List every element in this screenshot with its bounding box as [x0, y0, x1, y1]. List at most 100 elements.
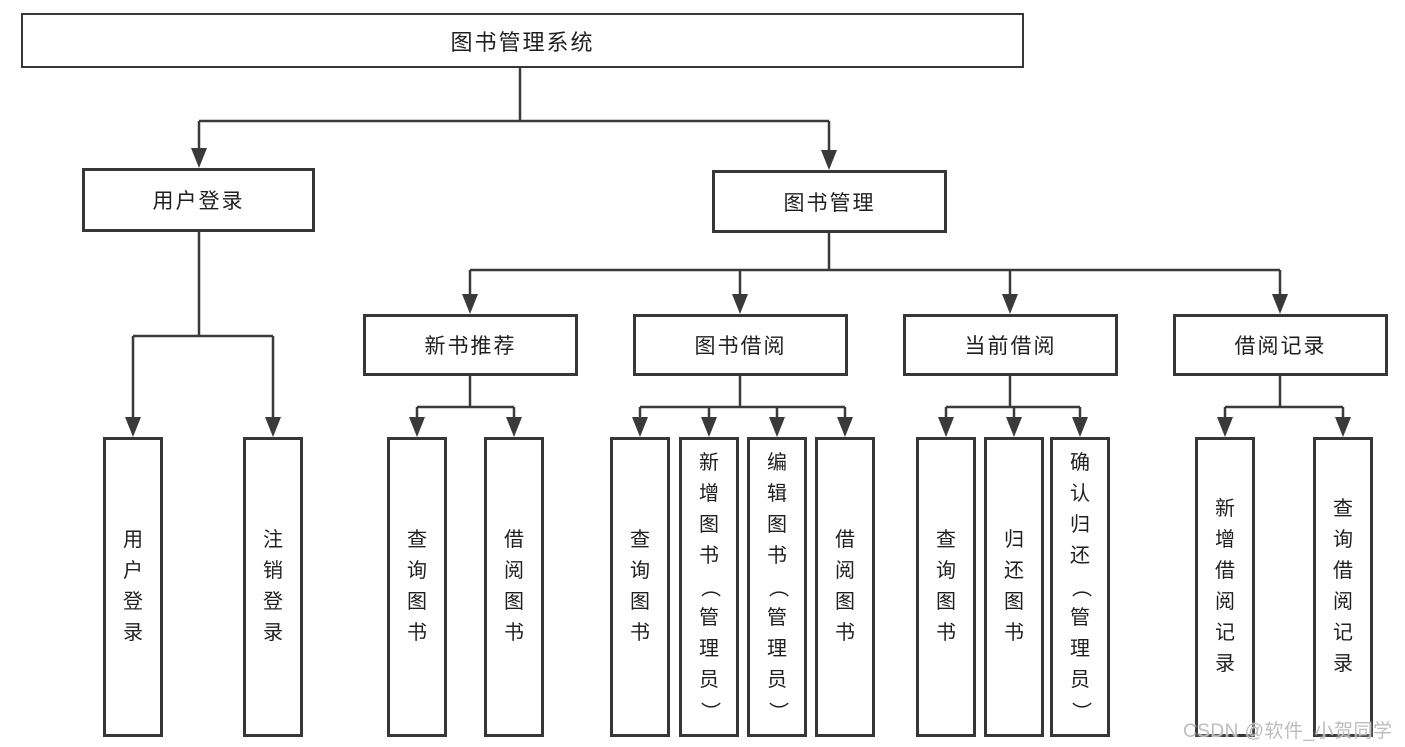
node-book-management: 图书管理 [712, 170, 947, 233]
leaf-label: 确认归还（管理员） [1053, 440, 1107, 734]
vertical-char: 录 [1333, 653, 1353, 675]
vertical-char: 确 [1070, 451, 1090, 474]
leaf-query-books-2: 查询图书 [610, 437, 670, 737]
leaf-label: 查询借阅记录 [1316, 440, 1370, 734]
vertical-char: （ [766, 577, 789, 597]
leaf-logout: 注销登录 [243, 437, 303, 737]
leaf-add-books-admin: 新增图书（管理员） [679, 437, 739, 737]
node-label: 图书借阅 [694, 335, 787, 358]
vertical-char: 归 [1070, 513, 1090, 536]
vertical-char: 阅 [835, 560, 855, 582]
vertical-char: 图 [630, 591, 650, 613]
vertical-char: 图 [835, 591, 855, 613]
leaf-query-books-1: 查询图书 [387, 437, 447, 737]
node-label: 新书推荐 [424, 335, 517, 358]
vertical-char: 记 [1215, 622, 1235, 644]
vertical-char: 书 [835, 622, 855, 644]
leaf-edit-books-admin: 编辑图书（管理员） [747, 437, 807, 737]
vertical-char: 管 [767, 606, 787, 629]
node-book-borrowing: 图书借阅 [633, 314, 848, 376]
vertical-char: 录 [263, 622, 283, 644]
vertical-char: （ [1069, 577, 1092, 597]
leaf-label: 借阅图书 [487, 440, 541, 734]
vertical-char: 询 [407, 560, 427, 582]
vertical-char: 询 [630, 560, 650, 582]
node-label: 用户登录 [152, 190, 245, 213]
vertical-char: 员 [699, 668, 719, 691]
vertical-char: 录 [123, 622, 143, 644]
vertical-char: 还 [1004, 560, 1024, 582]
node-label: 图书管理 [783, 191, 876, 215]
leaf-add-borrow-record: 新增借阅记录 [1195, 437, 1255, 737]
vertical-char: 图 [504, 591, 524, 613]
leaf-borrow-books-2: 借阅图书 [815, 437, 875, 737]
vertical-char: 登 [123, 591, 143, 613]
leaf-label: 新增借阅记录 [1198, 440, 1252, 734]
vertical-char: 阅 [504, 560, 524, 582]
leaf-confirm-return-admin: 确认归还（管理员） [1050, 437, 1110, 737]
vertical-char: 记 [1333, 622, 1353, 644]
leaf-user-login: 用户登录 [103, 437, 163, 737]
vertical-char: 查 [630, 529, 650, 551]
leaf-label: 查询图书 [390, 440, 444, 734]
vertical-char: ） [766, 701, 789, 721]
node-borrow-records: 借阅记录 [1173, 314, 1388, 376]
vertical-char: 用 [123, 529, 143, 551]
vertical-char: 图 [936, 591, 956, 613]
vertical-char: 理 [1070, 637, 1090, 660]
vertical-char: 询 [936, 560, 956, 582]
vertical-char: 员 [1070, 668, 1090, 691]
leaf-query-books-3: 查询图书 [916, 437, 976, 737]
vertical-char: 图 [699, 513, 719, 536]
vertical-char: 登 [263, 591, 283, 613]
vertical-char: 理 [767, 637, 787, 660]
vertical-char: 询 [1333, 529, 1353, 551]
node-new-book-recommend: 新书推荐 [363, 314, 578, 376]
leaf-label: 编辑图书（管理员） [750, 440, 804, 734]
vertical-char: 管 [1070, 606, 1090, 629]
vertical-char: 录 [1215, 653, 1235, 675]
vertical-char: 阅 [1215, 591, 1235, 613]
vertical-char: 书 [1004, 622, 1024, 644]
node-library-management-system: 图书管理系统 [21, 13, 1024, 68]
vertical-char: ） [1069, 701, 1092, 721]
node-label: 当前借阅 [964, 335, 1057, 358]
leaf-query-borrow-record: 查询借阅记录 [1313, 437, 1373, 737]
vertical-char: 书 [504, 622, 524, 644]
vertical-char: 注 [263, 529, 283, 551]
vertical-char: 销 [263, 560, 283, 582]
vertical-char: 借 [504, 529, 524, 551]
vertical-char: 还 [1070, 544, 1090, 567]
vertical-char: 户 [123, 560, 143, 582]
leaf-label: 新增图书（管理员） [682, 440, 736, 734]
vertical-char: （ [698, 577, 721, 597]
vertical-char: 编 [767, 451, 787, 474]
node-current-borrowing: 当前借阅 [903, 314, 1118, 376]
vertical-char: 辑 [767, 482, 787, 505]
leaf-borrow-books-1: 借阅图书 [484, 437, 544, 737]
vertical-char: 书 [767, 544, 787, 567]
vertical-char: 新 [699, 451, 719, 474]
vertical-char: 查 [407, 529, 427, 551]
vertical-char: 图 [1004, 591, 1024, 613]
vertical-char: 书 [407, 622, 427, 644]
vertical-char: 借 [835, 529, 855, 551]
vertical-char: 书 [630, 622, 650, 644]
leaf-return-books: 归还图书 [984, 437, 1044, 737]
node-label: 图书管理系统 [450, 29, 595, 55]
vertical-char: 借 [1333, 560, 1353, 582]
vertical-char: 书 [936, 622, 956, 644]
vertical-char: 管 [699, 606, 719, 629]
vertical-char: ） [698, 701, 721, 721]
leaf-label: 归还图书 [987, 440, 1041, 734]
leaf-label: 查询图书 [919, 440, 973, 734]
node-user-login: 用户登录 [82, 168, 315, 232]
vertical-char: 查 [1333, 498, 1353, 520]
vertical-char: 新 [1215, 498, 1235, 520]
vertical-char: 增 [699, 482, 719, 505]
leaf-label: 借阅图书 [818, 440, 872, 734]
vertical-char: 书 [699, 544, 719, 567]
vertical-char: 增 [1215, 529, 1235, 551]
vertical-char: 阅 [1333, 591, 1353, 613]
